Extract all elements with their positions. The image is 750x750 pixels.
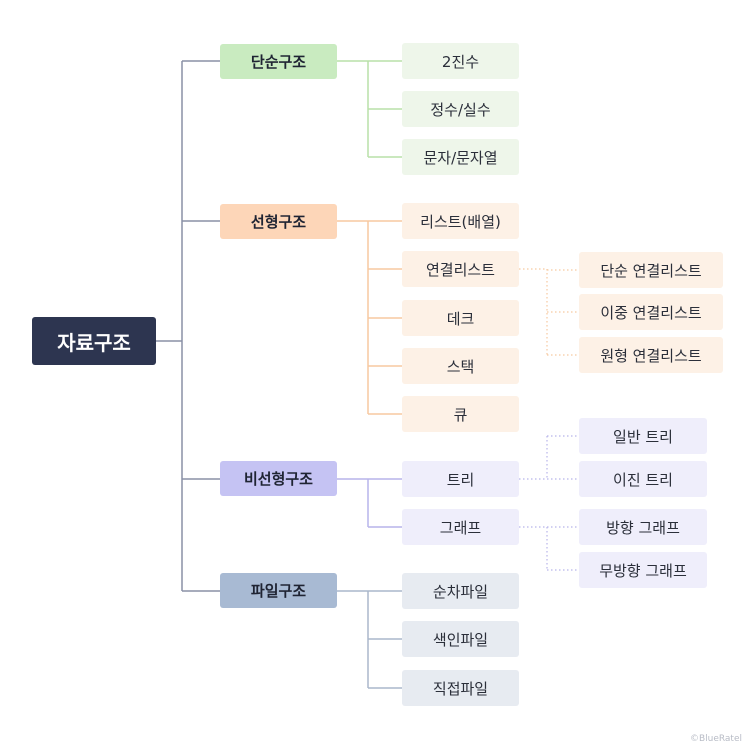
item-direct-file: 직접파일: [402, 670, 519, 706]
subitem-directed-graph: 방향 그래프: [579, 509, 707, 545]
subitem-undirected-graph: 무방향 그래프: [579, 552, 707, 588]
item-binary: 2진수: [402, 43, 519, 79]
subitem-doubly-linked-list: 이중 연결리스트: [579, 294, 723, 330]
category-simple: 단순구조: [220, 44, 337, 79]
item-index-file: 색인파일: [402, 621, 519, 657]
item-graph: 그래프: [402, 509, 519, 545]
subitem-binary-tree: 이진 트리: [579, 461, 707, 497]
root-node: 자료구조: [32, 317, 156, 365]
item-tree: 트리: [402, 461, 519, 497]
subitem-circular-linked-list: 원형 연결리스트: [579, 337, 723, 373]
item-linked-list: 연결리스트: [402, 251, 519, 287]
category-nonlinear: 비선형구조: [220, 461, 337, 496]
subitem-general-tree: 일반 트리: [579, 418, 707, 454]
subitem-singly-linked-list: 단순 연결리스트: [579, 252, 723, 288]
item-char-string: 문자/문자열: [402, 139, 519, 175]
item-stack: 스택: [402, 348, 519, 384]
item-queue: 큐: [402, 396, 519, 432]
category-file: 파일구조: [220, 573, 337, 608]
item-deque: 데크: [402, 300, 519, 336]
item-sequential-file: 순차파일: [402, 573, 519, 609]
item-list-array: 리스트(배열): [402, 203, 519, 239]
item-integer-real: 정수/실수: [402, 91, 519, 127]
watermark: ©BlueRatel: [689, 734, 742, 744]
category-linear: 선형구조: [220, 204, 337, 239]
